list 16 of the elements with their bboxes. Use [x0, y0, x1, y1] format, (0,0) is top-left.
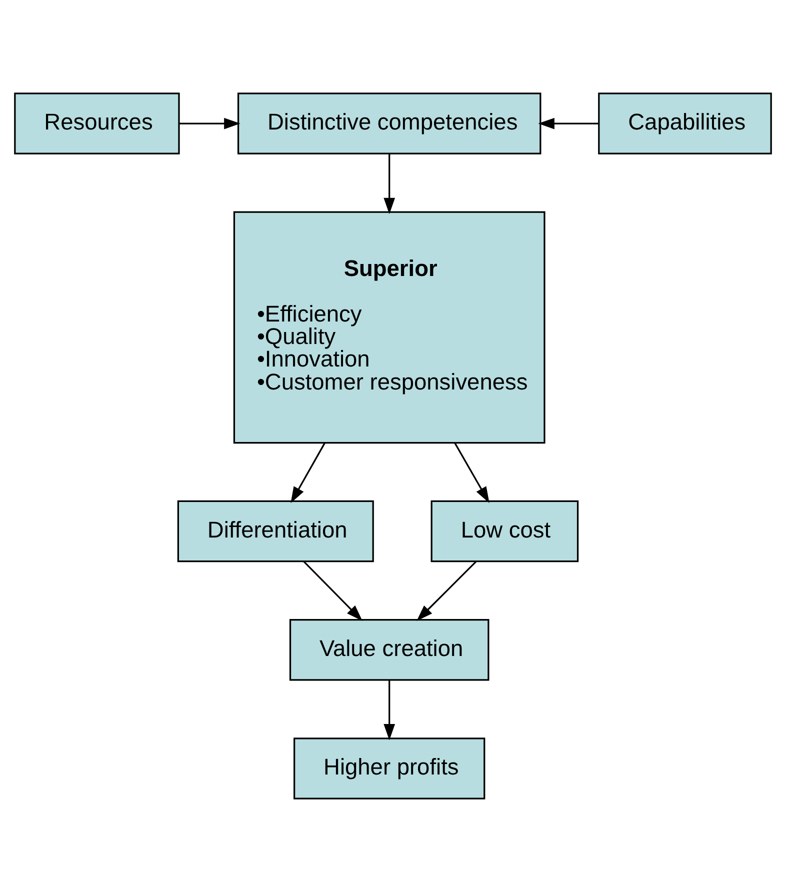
node-box: Distinctive competencies: [237, 92, 542, 154]
arrow: [454, 442, 490, 503]
node-box: Low cost: [430, 500, 579, 562]
node-box: Value creation: [289, 618, 490, 680]
arrow: [384, 153, 396, 214]
node-box: Differentiation: [177, 500, 374, 562]
arrow: [416, 560, 477, 620]
arrow: [303, 560, 362, 621]
arrow: [290, 442, 326, 503]
node-box: Superior •Efficiency •Quality •Innovation •Customer responsiveness: [233, 210, 546, 444]
arrow: [179, 117, 240, 129]
node-box: Higher profits: [294, 737, 486, 799]
arrow: [538, 117, 599, 129]
node-box: Resources: [14, 92, 180, 154]
arrow: [384, 680, 396, 740]
node-box: Capabilities: [598, 92, 772, 154]
